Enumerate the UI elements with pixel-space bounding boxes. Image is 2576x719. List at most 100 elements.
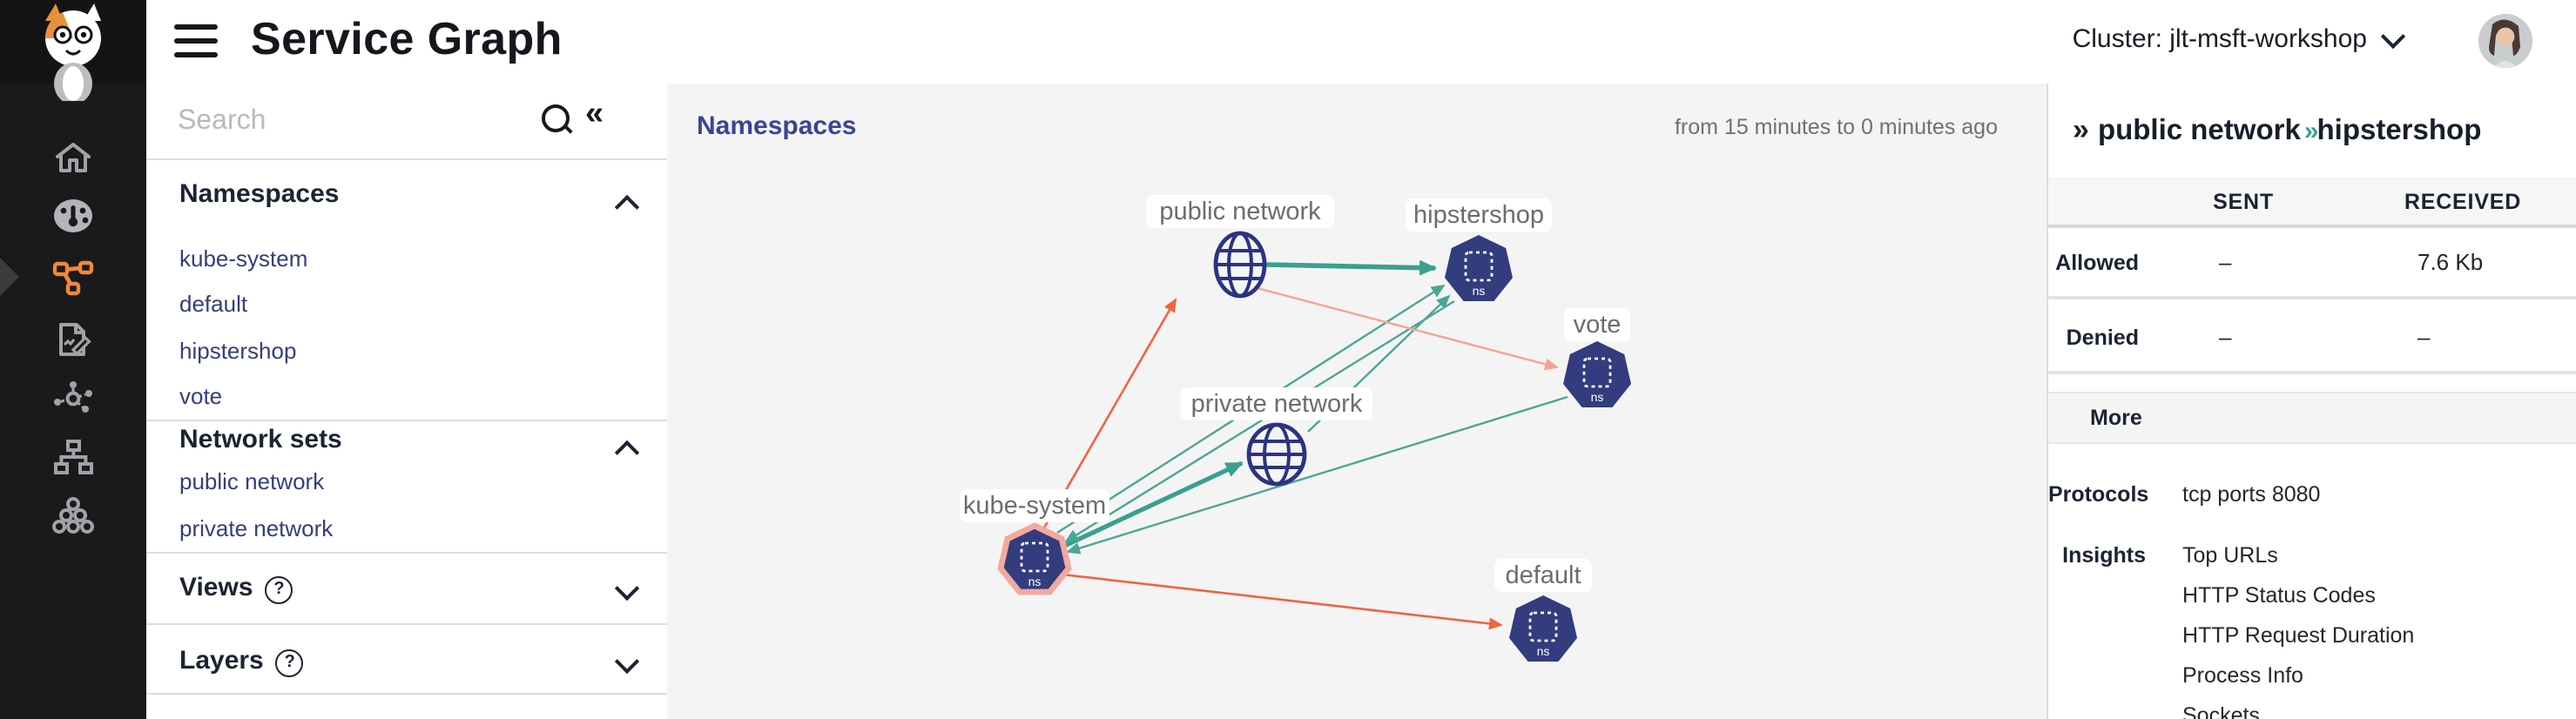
service-graph-canvas[interactable]: Namespaces from 15 minutes to 0 minutes … — [667, 84, 2047, 719]
traffic-table-header: SENT RECEIVED — [2048, 178, 2576, 228]
top-header: Service Graph Cluster: jlt-msft-workshop — [146, 0, 2576, 85]
help-icon[interactable]: ? — [275, 649, 304, 677]
section-namespaces[interactable]: Namespaces — [146, 179, 667, 221]
sitemap-icon — [54, 440, 93, 474]
column-received: RECEIVED — [2404, 189, 2522, 213]
cluster-selector-label: Cluster: jlt-msft-workshop — [2072, 24, 2367, 54]
service-graph-icon — [52, 260, 94, 296]
insight-process-info[interactable]: Process Info — [2182, 663, 2303, 688]
node-type-badge: ns — [1473, 284, 1486, 298]
chevron-up-icon — [614, 440, 640, 466]
nav-reports[interactable] — [38, 313, 108, 366]
calico-cat-logo-icon — [44, 3, 101, 104]
nav-topology[interactable] — [38, 432, 108, 484]
edge-direction-icon: » — [2303, 116, 2319, 145]
node-label: private network — [1191, 390, 1363, 418]
divider — [146, 623, 667, 625]
row-label-allowed: Allowed — [2055, 250, 2139, 274]
divider — [146, 693, 667, 695]
edge-details-panel: » public network»hipstershop SENT RECEIV… — [2047, 84, 2576, 719]
protocols-label: Protocols — [2048, 482, 2149, 507]
sidebar-item-private-network[interactable]: private network — [179, 515, 334, 541]
search-bar: « — [146, 84, 667, 160]
chevron-down-icon — [614, 575, 640, 601]
sidebar-item-default[interactable]: default — [179, 291, 248, 317]
sidebar-item-hipstershop[interactable]: hipstershop — [179, 338, 297, 364]
nav-service-graph[interactable] — [38, 252, 108, 305]
nav-flows[interactable] — [38, 373, 108, 425]
report-edit-icon — [59, 323, 91, 356]
graph-sidebar: « Namespaces kube-system default hipster… — [146, 84, 669, 719]
node-label: kube-system — [963, 492, 1106, 520]
section-layers[interactable]: Layers? — [146, 646, 667, 688]
insight-top-urls[interactable]: Top URLs — [2182, 543, 2278, 568]
edge-hipstershop-to-kube-system[interactable] — [1064, 299, 1455, 543]
section-layers-label: Layers — [179, 646, 264, 675]
denied-received-value: – — [2418, 324, 2431, 350]
node-label: default — [1505, 561, 1581, 589]
calico-logo[interactable] — [0, 0, 146, 104]
node-type-badge: ns — [1591, 390, 1604, 404]
graph-node-default[interactable]: ns default — [1494, 559, 1592, 662]
nav-home[interactable] — [38, 132, 108, 185]
graph-node-vote[interactable]: ns vote — [1563, 308, 1631, 407]
graph-svg: public network ns hipstershop ns vote — [960, 195, 1631, 662]
allowed-received-value: 7.6 Kb — [2418, 249, 2484, 275]
section-views[interactable]: Views? — [146, 573, 667, 615]
more-label: More — [2090, 406, 2142, 430]
graph-node-hipstershop[interactable]: ns hipstershop — [1406, 198, 1552, 301]
edge-public-network-to-hipstershop[interactable] — [1265, 259, 1437, 276]
chevron-down-icon — [614, 648, 640, 675]
section-network-sets[interactable]: Network sets — [146, 425, 667, 467]
left-icon-rail — [0, 0, 146, 719]
edge-kube-system-to-default[interactable] — [1062, 573, 1503, 630]
insight-http-status-codes[interactable]: HTTP Status Codes — [2182, 583, 2376, 608]
allowed-sent-value: – — [2219, 249, 2232, 275]
section-namespaces-label: Namespaces — [179, 179, 340, 209]
panel-title-source: public network — [2097, 114, 2301, 145]
edge-vote-to-kube-system[interactable] — [1066, 395, 1568, 554]
divider — [146, 420, 667, 421]
nav-clusters[interactable] — [38, 489, 108, 541]
protocols-value: tcp ports 8080 — [2182, 482, 2321, 507]
cluster-selector[interactable]: Cluster: jlt-msft-workshop — [2072, 24, 2406, 54]
node-label: vote — [1574, 311, 1622, 339]
panel-title-target: hipstershop — [2316, 114, 2482, 145]
graph-node-kube-system[interactable]: ns kube-system — [960, 489, 1109, 595]
search-input[interactable] — [174, 97, 512, 146]
divider — [146, 552, 667, 554]
row-label-denied: Denied — [2066, 325, 2139, 349]
page-title: Service Graph — [251, 12, 563, 64]
user-avatar[interactable] — [2478, 14, 2532, 68]
denied-sent-value: – — [2219, 324, 2232, 350]
home-icon — [56, 143, 91, 172]
time-range-label[interactable]: from 15 minutes to 0 minutes ago — [1674, 115, 1998, 139]
graph-node-public-network[interactable]: public network — [1146, 195, 1334, 299]
help-icon[interactable]: ? — [265, 576, 293, 604]
edge-public-network-to-vote[interactable] — [1253, 286, 1559, 371]
search-icon[interactable] — [542, 104, 570, 132]
collapse-sidebar-icon[interactable]: « — [585, 96, 604, 132]
network-molecule-icon — [54, 381, 92, 413]
chevron-up-icon — [614, 194, 640, 220]
section-network-sets-label: Network sets — [179, 425, 342, 454]
sidebar-item-kube-system[interactable]: kube-system — [179, 245, 308, 272]
node-label: public network — [1159, 198, 1321, 225]
active-nav-notch — [0, 258, 19, 296]
nav-dashboard[interactable] — [38, 190, 108, 242]
graph-node-private-network[interactable]: private network — [1181, 387, 1372, 487]
more-section-bar[interactable]: More — [2048, 392, 2576, 444]
edge-kube-system-to-private-network[interactable] — [1057, 460, 1244, 551]
node-type-badge: ns — [1028, 575, 1042, 588]
sidebar-item-public-network[interactable]: public network — [179, 468, 325, 494]
insight-sockets[interactable]: Sockets — [2182, 703, 2260, 719]
table-row-allowed: Allowed – 7.6 Kb — [2048, 228, 2576, 299]
insight-http-request-duration[interactable]: HTTP Request Duration — [2182, 623, 2415, 648]
chevron-down-icon — [2380, 24, 2406, 50]
panel-header: » public network»hipstershop — [2048, 84, 2576, 178]
panel-collapse-icon[interactable]: » — [2073, 113, 2089, 146]
hamburger-menu-icon[interactable] — [174, 24, 218, 57]
sidebar-item-vote[interactable]: vote — [179, 383, 223, 409]
cluster-circles-icon — [52, 497, 94, 534]
